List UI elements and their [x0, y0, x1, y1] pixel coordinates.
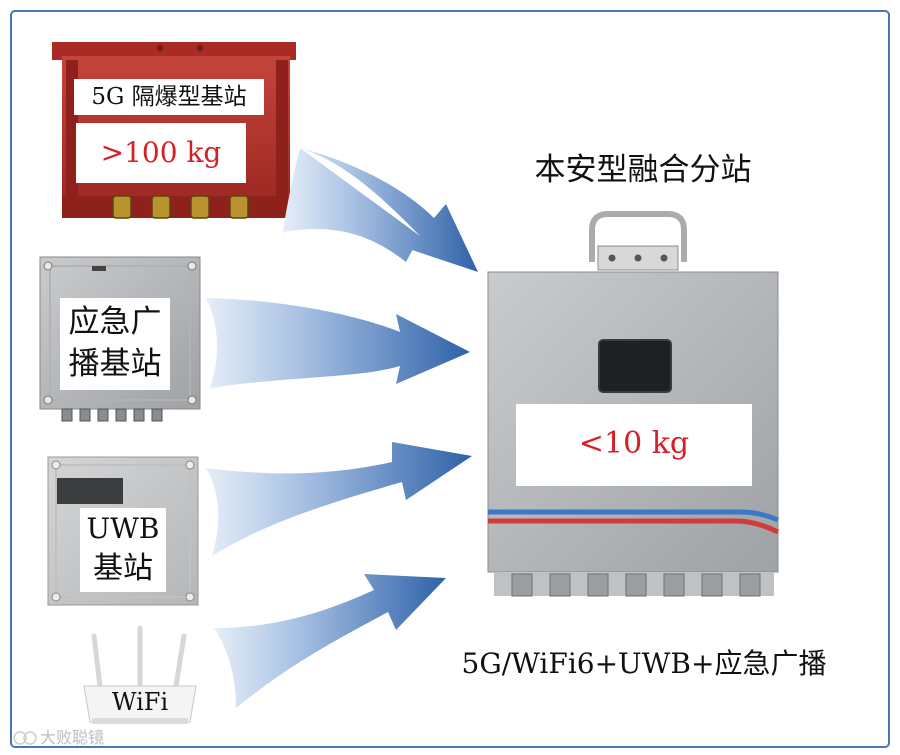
watermark-logo: [13, 731, 37, 745]
fusion-station-title: 本安型融合分站: [534, 152, 752, 188]
explosion-proof-weight: >100 kg: [100, 136, 222, 169]
arrow-wifi-to-fusion: [214, 574, 446, 708]
arrow-explosion-to-fusion: [283, 148, 478, 272]
wifi-router-image: [83, 625, 197, 724]
watermark-text: 大败聪镜: [40, 728, 105, 747]
fusion-weight-box: [516, 404, 752, 486]
uwb-station-label-line1: UWB: [86, 512, 160, 545]
explosion-proof-weight-box: [76, 123, 246, 183]
fusion-station-caption: 5G/WiFi6+UWB+应急广播: [461, 647, 827, 680]
uwb-label-box: [80, 508, 166, 592]
explosion-proof-station-label: 5G 隔爆型基站: [91, 84, 247, 110]
broadcast-label-box: [60, 298, 170, 390]
fusion-station-weight: <10 kg: [578, 426, 690, 461]
emergency-broadcast-label-line2: 播基站: [68, 346, 162, 382]
uwb-station-label-line2: 基站: [93, 551, 153, 586]
arrow-uwb-to-fusion: [206, 442, 472, 556]
wifi-router-label: WiFi: [111, 688, 169, 716]
arrow-broadcast-to-fusion: [206, 298, 470, 388]
emergency-broadcast-label-line1: 应急广: [68, 304, 162, 340]
explosion-proof-label-box: [74, 79, 264, 115]
figure-frame: [10, 10, 890, 748]
